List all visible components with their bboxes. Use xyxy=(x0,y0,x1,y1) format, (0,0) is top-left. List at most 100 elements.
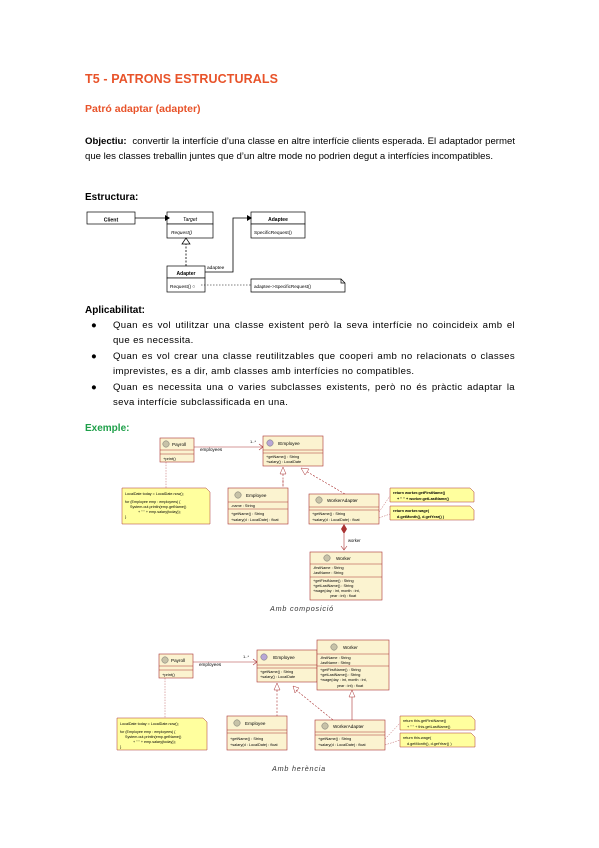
class-icon xyxy=(234,491,242,499)
svg-text:+salary(d : LocalDate) : float: +salary(d : LocalDate) : float xyxy=(230,743,279,747)
svg-text:+getLastName() : String: +getLastName() : String xyxy=(320,673,360,677)
adaptee-ops-box xyxy=(250,223,306,239)
svg-text:-firstName : String: -firstName : String xyxy=(320,656,351,660)
svg-text:Employee: Employee xyxy=(246,493,267,498)
svg-text:+ " " + this.getLastName(): + " " + this.getLastName() xyxy=(407,725,451,729)
svg-text:return this.getFirstName(): return this.getFirstName() xyxy=(403,719,447,723)
svg-text:+getLastName() : String: +getLastName() : String xyxy=(313,584,353,588)
svg-text:Payroll: Payroll xyxy=(172,442,186,447)
svg-text:Employee: Employee xyxy=(245,721,266,726)
page-title: T5 - PATRONS ESTRUCTURALS xyxy=(85,72,279,86)
svg-text:LocalDate today = LocalDate.no: LocalDate today = LocalDate.now(); xyxy=(125,492,184,496)
adaptee-op-label: SpecificRequest() xyxy=(254,230,292,236)
note-payroll xyxy=(121,487,211,525)
svg-text:+wage(day : int, month : int,: +wage(day : int, month : int, xyxy=(313,589,360,593)
class-icon xyxy=(321,722,329,730)
svg-text:+ " " + emp.salary(today));: + " " + emp.salary(today)); xyxy=(138,510,181,514)
svg-text:+getName() : String: +getName() : String xyxy=(230,737,263,741)
svg-text:Worker: Worker xyxy=(336,556,351,561)
svg-text:}: } xyxy=(120,745,122,749)
svg-text:+getName() : String: +getName() : String xyxy=(231,512,264,516)
aplicabilitat-heading: Aplicabilitat: xyxy=(85,305,146,316)
svg-text:d.getMonth(), d.getYear() ): d.getMonth(), d.getYear() ) xyxy=(397,515,445,519)
svg-text:+getFirstName() : String: +getFirstName() : String xyxy=(313,579,354,583)
section-subtitle: Patró adaptar (adapter) xyxy=(85,103,201,115)
note-payroll xyxy=(116,717,208,751)
bullet-icon: ● xyxy=(91,350,98,362)
svg-text:IEmployee: IEmployee xyxy=(278,441,300,446)
target-ops-box xyxy=(166,223,214,239)
svg-text:-name : String: -name : String xyxy=(231,504,255,508)
svg-text:-lastName : String: -lastName : String xyxy=(313,571,343,575)
caption-composicio: Amb composició xyxy=(270,604,334,613)
list-item: ●Quan es vol utilitzar una classe existe… xyxy=(91,320,515,347)
svg-text:System.out.println(emp.getName: System.out.println(emp.getName() xyxy=(130,505,186,509)
aplicabilitat-list: ●Quan es vol utilitzar una classe existe… xyxy=(85,318,515,410)
svg-text:+salary(d : LocalDate) : float: +salary(d : LocalDate) : float xyxy=(318,743,367,747)
svg-text:LocalDate today = LocalDate.no: LocalDate today = LocalDate.now(); xyxy=(120,722,179,726)
note-text: adaptee->SpecificRequest() xyxy=(254,284,312,289)
svg-text:+salary(d : LocalDate) : float: +salary(d : LocalDate) : float xyxy=(312,518,361,522)
svg-text:+getName() : String: +getName() : String xyxy=(312,512,345,516)
worker-class xyxy=(309,551,383,601)
svg-text:d.getMonth(), d.getYear() ): d.getMonth(), d.getYear() ) xyxy=(407,742,452,746)
svg-text:return this.wage(: return this.wage( xyxy=(403,736,432,740)
structure-diagram: Client Target Request() Adaptee Specific… xyxy=(86,211,346,293)
note-getname xyxy=(399,715,476,731)
svg-text:-firstName : String: -firstName : String xyxy=(313,566,344,570)
svg-text:+ " " + emp.salary(today));: + " " + emp.salary(today)); xyxy=(133,740,176,744)
list-item: ●Quan es necessita una o varies subclass… xyxy=(91,381,515,409)
svg-text:+getName() : String: +getName() : String xyxy=(266,455,299,459)
svg-text:return worker.getFirstName(): return worker.getFirstName() xyxy=(393,491,446,495)
svg-text:+salary() : LocalDate: +salary() : LocalDate xyxy=(266,460,301,464)
adapter-label: Adapter xyxy=(177,271,196,277)
target-label: Target xyxy=(183,217,198,223)
objectiu-text: convertir la interfície d’una classe en … xyxy=(85,136,515,163)
client-label: Client xyxy=(104,218,119,224)
adaptee-label: Adaptee xyxy=(268,217,288,223)
svg-text:WorkerAdapter: WorkerAdapter xyxy=(333,724,364,729)
interface-icon xyxy=(260,653,268,661)
svg-text:+getFirstName() : String: +getFirstName() : String xyxy=(320,668,361,672)
iemployee-interface xyxy=(262,435,324,467)
svg-text:+salary(d : LocalDate) : float: +salary(d : LocalDate) : float xyxy=(231,518,280,522)
svg-text:System.out.println(emp.getName: System.out.println(emp.getName() xyxy=(125,735,181,739)
list-item: ●Quan es vol crear una classe reutilitza… xyxy=(91,350,515,378)
svg-text:1..*: 1..* xyxy=(243,654,249,659)
svg-text:1..*: 1..* xyxy=(250,439,256,444)
svg-text:year : int) : float: year : int) : float xyxy=(330,594,357,598)
target-op-label: Request() xyxy=(171,230,192,236)
svg-text:Worker: Worker xyxy=(343,645,358,650)
adapter-op-label: Request() ○ xyxy=(170,284,195,290)
svg-text:+print(): +print() xyxy=(163,456,176,461)
svg-text:WorkerAdapter: WorkerAdapter xyxy=(327,498,358,503)
interface-icon xyxy=(266,439,274,447)
note-getname xyxy=(389,487,475,503)
svg-text:employees: employees xyxy=(199,662,222,667)
note-salary xyxy=(389,505,475,521)
svg-text:for (Employee emp : employees): for (Employee emp : employees) { xyxy=(120,730,176,734)
caption-herencia: Amb herència xyxy=(272,764,326,773)
composition-uml-diagram: Payroll +print() employees 1..* IEmploye… xyxy=(121,435,475,601)
class-icon xyxy=(233,719,241,727)
svg-text:+ " " + worker.getLastName(): + " " + worker.getLastName() xyxy=(397,497,450,501)
estructura-heading: Estructura: xyxy=(85,192,139,203)
svg-text:worker: worker xyxy=(348,538,361,543)
svg-text:employees: employees xyxy=(200,447,223,452)
class-icon xyxy=(161,656,169,664)
svg-text:year : int) : float: year : int) : float xyxy=(337,684,364,688)
adaptee-role-label: adaptee xyxy=(207,265,225,271)
svg-text:+getName() : String: +getName() : String xyxy=(318,737,351,741)
svg-text:for (Employee emp : employees): for (Employee emp : employees) { xyxy=(125,500,181,504)
svg-text:Payroll: Payroll xyxy=(171,658,185,663)
svg-text:+getName() : String: +getName() : String xyxy=(260,670,293,674)
svg-text:+print(): +print() xyxy=(162,672,175,677)
svg-text:}: } xyxy=(125,515,127,519)
bullet-icon: ● xyxy=(91,320,98,331)
class-icon xyxy=(162,440,170,448)
class-icon xyxy=(323,554,331,562)
class-icon xyxy=(315,496,323,504)
svg-text:+wage(day : int, month : int,: +wage(day : int, month : int, xyxy=(320,678,367,682)
inheritance-uml-diagram: Payroll +print() employees 1..* IEmploye… xyxy=(116,639,476,751)
class-icon xyxy=(330,643,338,651)
